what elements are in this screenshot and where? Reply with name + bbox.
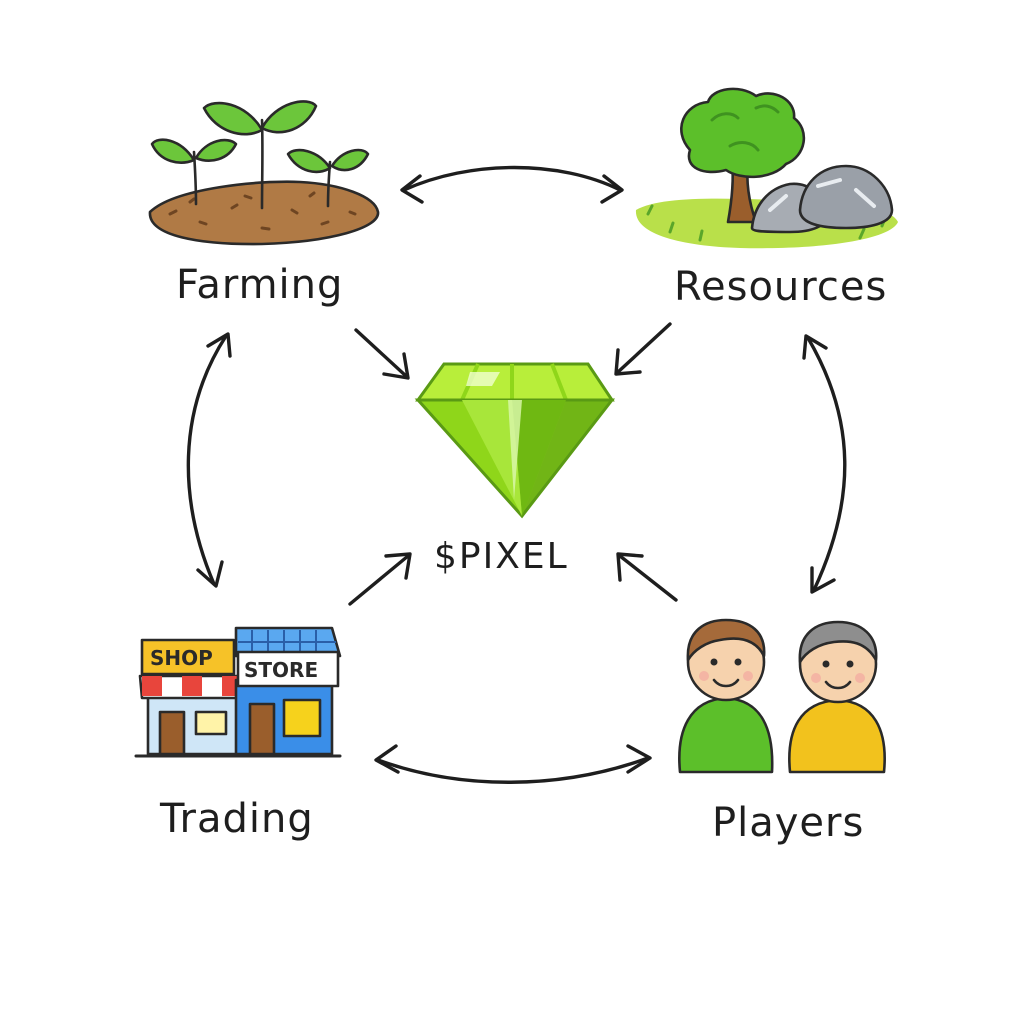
store-sign: STORE xyxy=(244,658,318,682)
label-players: Players xyxy=(712,800,864,846)
two-players-icon xyxy=(678,618,886,774)
shop-sign: SHOP xyxy=(150,646,213,670)
arrow-players-pixel xyxy=(616,552,678,602)
label-trading: Trading xyxy=(159,796,314,842)
label-pixel-token: $PIXEL xyxy=(434,536,569,577)
arrow-farming-resources xyxy=(400,165,624,204)
arrow-farming-trading xyxy=(186,332,232,588)
arrow-resources-players xyxy=(802,334,847,594)
shop-store-icon: SHOP STORE xyxy=(134,626,342,758)
arrow-farming-pixel xyxy=(354,328,410,380)
arrow-resources-pixel xyxy=(614,322,672,376)
tree-rocks-icon xyxy=(635,87,898,249)
label-farming: Farming xyxy=(176,262,343,308)
pixel-gem-icon xyxy=(414,362,616,519)
label-resources: Resources xyxy=(674,264,887,310)
sprouts-icon xyxy=(148,100,380,246)
arrow-trading-pixel xyxy=(348,552,412,606)
arrow-trading-players xyxy=(374,744,652,784)
